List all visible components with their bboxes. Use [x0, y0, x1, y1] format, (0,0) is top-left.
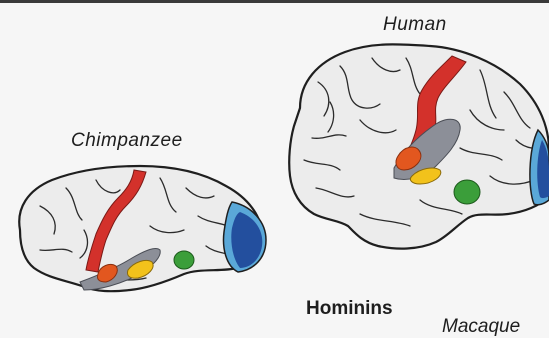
chimpanzee-brain — [0, 0, 549, 330]
chimpanzee-green-region — [174, 251, 194, 269]
